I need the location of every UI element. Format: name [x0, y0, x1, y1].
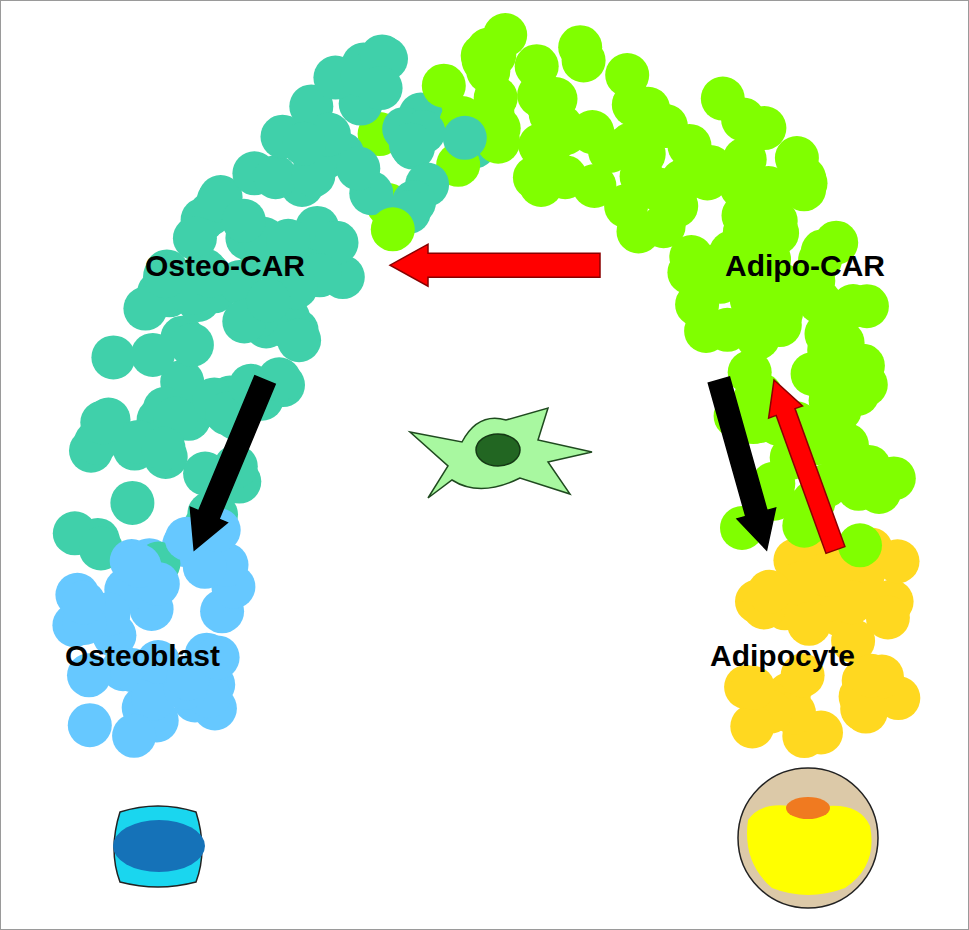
cell-type-name: Adipo-CAR: [725, 249, 885, 283]
cell-dot: [336, 146, 380, 190]
cell-dot: [818, 388, 862, 432]
cell-dot: [742, 106, 786, 150]
cell-dot: [723, 210, 767, 254]
cell-dot: [80, 401, 124, 445]
cell-dot: [170, 323, 214, 367]
cell-dot: [730, 704, 774, 748]
osteoblast-icon: [113, 806, 205, 887]
cell-dot: [282, 122, 326, 166]
cell-dot: [620, 154, 664, 198]
cell-dot: [747, 570, 791, 614]
cell-dot: [830, 580, 874, 624]
cell-dot: [443, 116, 487, 160]
cell-dot: [466, 28, 510, 72]
cell-group-label: Osteo-CAR: [140, 240, 390, 380]
cell-dot: [222, 199, 266, 243]
cell-dot: [850, 654, 894, 698]
cell-dot: [838, 443, 882, 487]
cell-dot: [110, 481, 154, 525]
cell-type-name: Osteoblast: [65, 639, 220, 673]
cell-dot: [532, 118, 576, 162]
cell-dot: [731, 666, 775, 710]
cell-dot: [515, 44, 559, 88]
cell-dot: [246, 279, 290, 323]
cell-dot: [371, 207, 415, 251]
cell-group-label: Adipo-CAR: [600, 240, 890, 380]
cell-dot: [359, 66, 403, 110]
cell-dot: [117, 544, 161, 588]
cell-dot: [736, 316, 780, 360]
block-arrow: [769, 380, 845, 553]
cell-dot: [688, 145, 732, 189]
cell-dot: [612, 83, 656, 127]
adipocyte-icon: [738, 768, 878, 908]
cell-dot: [562, 39, 606, 83]
cell-dot: [839, 344, 883, 388]
cell-dot: [701, 77, 745, 121]
cell-dot: [254, 155, 298, 199]
cell-dot: [62, 581, 106, 625]
cell-dot: [422, 64, 466, 108]
cell-type-name: Osteo-CAR: [145, 249, 305, 283]
cell-dot: [142, 427, 186, 471]
cell-dot: [669, 235, 713, 279]
cell-dot: [684, 309, 728, 353]
cell-dot: [277, 318, 321, 362]
cell-dot: [112, 714, 156, 758]
stromal-cell: [410, 408, 592, 498]
cell-dot: [91, 335, 135, 379]
block-arrow: [708, 377, 775, 550]
cell-group-label: Adipocyte: [700, 550, 915, 678]
cell-dot: [805, 312, 849, 356]
cell-dot: [389, 123, 433, 167]
block-arrow: [190, 376, 275, 550]
cell-dot: [68, 703, 112, 747]
cell-dot: [617, 210, 661, 254]
cell-dot: [131, 333, 175, 377]
cell-type-name: Adipocyte: [710, 639, 855, 673]
cell-cluster: [52, 13, 920, 758]
block-arrow: [390, 244, 600, 286]
cell-dot: [845, 284, 889, 328]
cell-group-label: Osteoblast: [60, 550, 280, 678]
cell-dot: [782, 167, 826, 211]
